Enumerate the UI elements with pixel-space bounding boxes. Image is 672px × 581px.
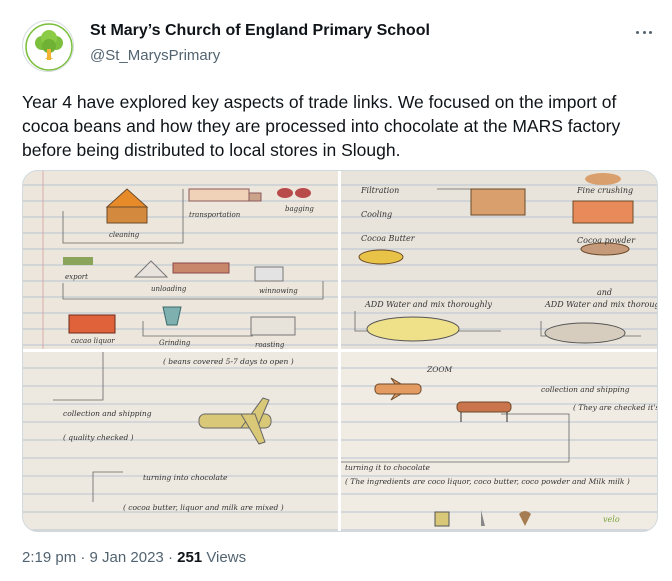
- diagram-label: export: [65, 273, 88, 281]
- tweet-text: Year 4 have explored key aspects of trad…: [22, 92, 621, 160]
- photo-cocoa-process-diagram[interactable]: cleaning transportation bagging export u…: [23, 171, 338, 349]
- meta-separator: ·: [167, 549, 173, 566]
- diagram-label: winnowing: [259, 287, 298, 295]
- author-block: St Mary’s Church of England Primary Scho…: [90, 20, 430, 66]
- school-logo-icon: [24, 22, 73, 71]
- diagram-label: bagging: [285, 205, 314, 213]
- diagram-label: ( The ingredients are coco liquor, coco …: [345, 477, 630, 486]
- svg-text:velo: velo: [603, 515, 620, 524]
- diagram-label: roasting: [255, 341, 285, 349]
- diagram-label: turning it to chocolate: [345, 463, 431, 472]
- media-grid[interactable]: cleaning transportation bagging export u…: [22, 170, 658, 532]
- dot-icon: [642, 30, 646, 34]
- author-name[interactable]: St Mary’s Church of England Primary Scho…: [90, 22, 430, 39]
- diagram-label: Cooling: [361, 210, 392, 219]
- more-options-button[interactable]: [632, 22, 656, 42]
- author-handle[interactable]: @St_MarysPrimary: [90, 47, 221, 64]
- diagram-label: ( beans covered 5-7 days to open ): [163, 357, 294, 366]
- diagram-label: Cocoa Butter: [361, 234, 416, 243]
- diagram-label: ( They are checked it's high quality ): [573, 403, 658, 412]
- photo-processing-diagram[interactable]: Filtration Cooling Cocoa Butter Fine cru…: [341, 171, 658, 349]
- diagram-label: ( cocoa butter, liquor and milk are mixe…: [123, 503, 284, 512]
- diagram-label: Filtration: [360, 186, 399, 195]
- diagram-label: and: [597, 288, 612, 297]
- diagram-label: turning into chocolate: [143, 473, 228, 482]
- meta-separator: ·: [80, 549, 86, 566]
- diagram-label: Cocoa powder: [577, 236, 636, 245]
- tweet-meta: 2:19 pm · 9 Jan 2023 · 251 Views: [22, 549, 246, 566]
- diagram-label: Grinding: [159, 339, 191, 347]
- views-label: Views: [206, 549, 247, 566]
- diagram-label: ADD Water and mix thoroughly: [364, 300, 492, 309]
- tweet-date[interactable]: 9 Jan 2023: [89, 549, 164, 566]
- avatar[interactable]: [22, 20, 74, 72]
- photo-shipping-diagram[interactable]: ( beans covered 5-7 days to open ) colle…: [23, 352, 338, 531]
- diagram-label: ADD Water and mix thoroughly: [544, 300, 658, 309]
- diagram-label: Fine crushing: [576, 186, 633, 195]
- grid-divider: [23, 349, 657, 352]
- dot-icon: [649, 30, 652, 34]
- diagram-label: cacao liquor: [71, 337, 115, 345]
- diagram-label: ( quality checked ): [63, 433, 134, 442]
- diagram-label: unloading: [151, 285, 187, 293]
- photo-chocolate-diagram[interactable]: velo ZOOM collection and shipping ( They…: [341, 352, 658, 531]
- tweet-time[interactable]: 2:19 pm: [22, 549, 77, 566]
- diagram-label: cleaning: [109, 231, 140, 239]
- dot-icon: [636, 30, 639, 34]
- diagram-label: ZOOM: [426, 365, 453, 374]
- diagram-label: collection and shipping: [63, 409, 152, 418]
- views-count: 251: [177, 549, 203, 566]
- diagram-label: collection and shipping: [541, 385, 630, 394]
- diagram-label: transportation: [189, 211, 241, 219]
